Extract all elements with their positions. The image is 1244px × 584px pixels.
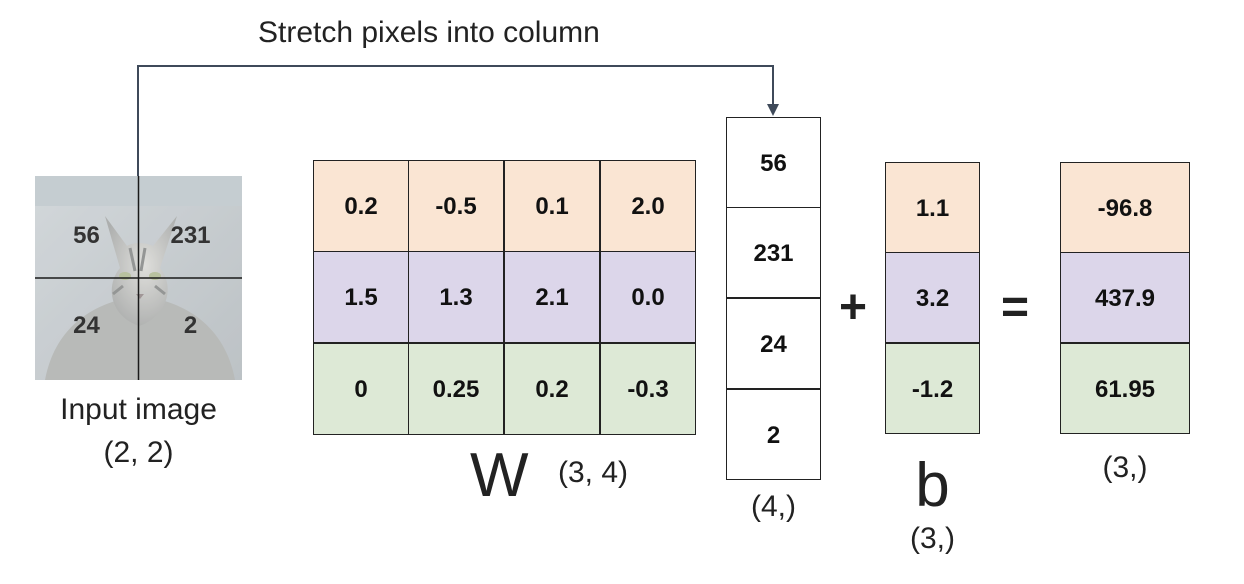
weight-cell: 0 — [313, 343, 409, 435]
weight-cell: 0.1 — [504, 160, 600, 252]
weight-cell: -0.5 — [408, 160, 504, 252]
pixel-value: 231 — [170, 222, 211, 249]
bias-shape: (3,) — [910, 522, 955, 555]
result-shape: (3,) — [1102, 451, 1148, 484]
weight-cell: 0.2 — [313, 160, 409, 252]
input-image-shape: (2, 2) — [103, 436, 174, 469]
bias-cell: -1.2 — [885, 343, 980, 434]
column-cell: 24 — [726, 298, 821, 389]
weight-cell: 1.3 — [408, 251, 504, 343]
bias-cell: 3.2 — [885, 252, 980, 343]
result-cell: 61.95 — [1060, 343, 1190, 434]
weight-shape: (3, 4) — [558, 456, 629, 489]
pixel-value: 2 — [183, 312, 198, 339]
input-image-label: Input image — [60, 393, 217, 426]
bias-symbol: b — [915, 451, 950, 520]
column-cell: 2 — [726, 389, 821, 480]
weight-cell: 0.0 — [600, 251, 696, 343]
weight-cell: 2.1 — [504, 251, 600, 343]
stretch-title: Stretch pixels into column — [258, 16, 600, 49]
weight-cell: 0.25 — [408, 343, 504, 435]
pixel-value: 24 — [73, 312, 100, 339]
cat-image — [35, 176, 242, 380]
column-cell: 231 — [726, 207, 821, 298]
weight-symbol: W — [470, 441, 529, 510]
column-shape: (4,) — [751, 490, 796, 523]
column-cell: 56 — [726, 117, 821, 208]
weight-cell: 2.0 — [600, 160, 696, 252]
result-cell: 437.9 — [1060, 252, 1190, 343]
weight-cell: 0.2 — [504, 343, 600, 435]
equals-sign: = — [1000, 281, 1030, 334]
bias-cell: 1.1 — [885, 162, 980, 253]
weight-cell: -0.3 — [600, 343, 696, 435]
weight-cell: 1.5 — [313, 251, 409, 343]
input-image: 56 231 24 2 — [35, 176, 242, 380]
result-cell: -96.8 — [1060, 162, 1190, 253]
plus-sign: + — [838, 281, 868, 334]
pixel-value: 56 — [73, 222, 100, 249]
